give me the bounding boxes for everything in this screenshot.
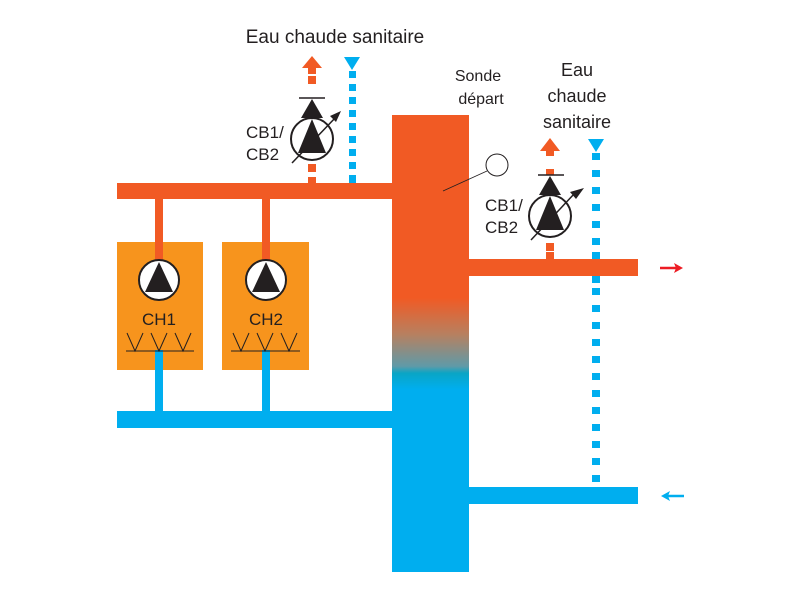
dhw-right-hot-line [540,138,560,259]
ch2-supply-branch [262,199,270,259]
boiler-ch1-pump-icon [138,259,180,301]
dhw-right-label-line3: sanitaire [543,112,611,132]
dhw-left-cold-line [344,57,360,183]
cold-inlet-pipe [469,487,638,504]
cold-return-header-pipe [117,411,397,428]
dhw-right-cold-line [588,139,604,482]
dhw-left-hot-arrow-icon [302,56,322,68]
pump-cb-left-label-line2: CB2 [246,145,279,164]
hot-supply-header-pipe [117,183,397,199]
dhw-top-label: Eau chaude sanitaire [246,27,425,48]
pump-cb-right [528,174,584,241]
pump-cb-left [290,97,341,164]
flow-sensor [442,153,509,192]
ch1-supply-branch [155,199,163,259]
variable-pump-icon [290,111,341,164]
burner-icon [231,332,300,353]
ch2-return-branch [262,350,270,412]
hydraulic-separator [392,115,469,572]
boiler-ch2: CH2 [222,242,309,370]
sensor-icon [485,153,509,177]
dhw-right-label-line2: chaude [547,86,606,106]
check-valve-icon [299,97,325,118]
flow-in-arrow-icon [661,491,684,501]
dhw-right-label-line1: Eau [561,60,593,80]
sensor-label-line2: départ [458,91,504,108]
burner-icon [126,332,194,353]
variable-pump-icon [528,188,584,241]
ch1-return-branch [155,350,163,412]
pump-cb-right-label-line2: CB2 [485,218,518,237]
boiler-ch2-pump-icon [245,259,287,301]
pump-cb-right-label-line1: CB1/ [485,196,523,215]
dhw-left-cold-arrow-icon [344,57,360,70]
pump-cb-left-label-line1: CB1/ [246,123,284,142]
dhw-right-hot-arrow-icon [540,138,560,151]
boiler-ch1: CH1 [117,242,203,370]
boiler-ch2-label: CH2 [249,310,283,329]
boiler-ch1-label: CH1 [142,310,176,329]
hot-outlet-pipe [469,259,638,276]
sensor-label-line1: Sonde [455,68,501,85]
dhw-right-cold-arrow-icon [588,139,604,152]
dhw-left-hot-line [302,56,322,183]
check-valve-icon [538,174,564,195]
flow-out-arrow-icon [660,263,683,273]
